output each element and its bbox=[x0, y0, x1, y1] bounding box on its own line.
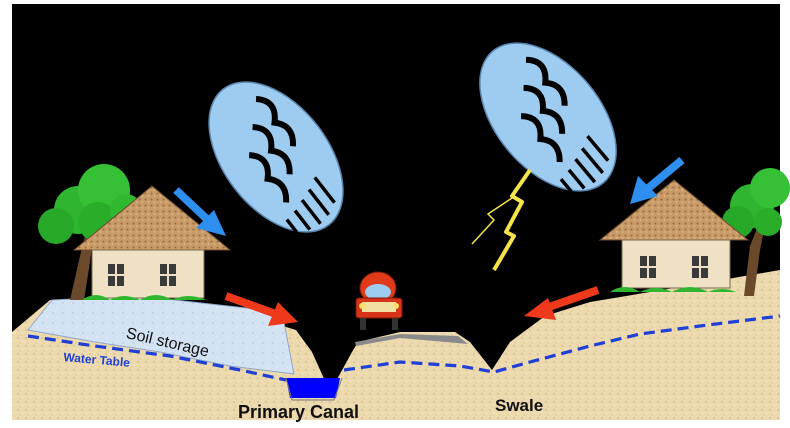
primary-canal-label: Primary Canal bbox=[238, 403, 359, 421]
primary-canal-water bbox=[286, 378, 340, 398]
swale-label: Swale bbox=[495, 397, 543, 414]
